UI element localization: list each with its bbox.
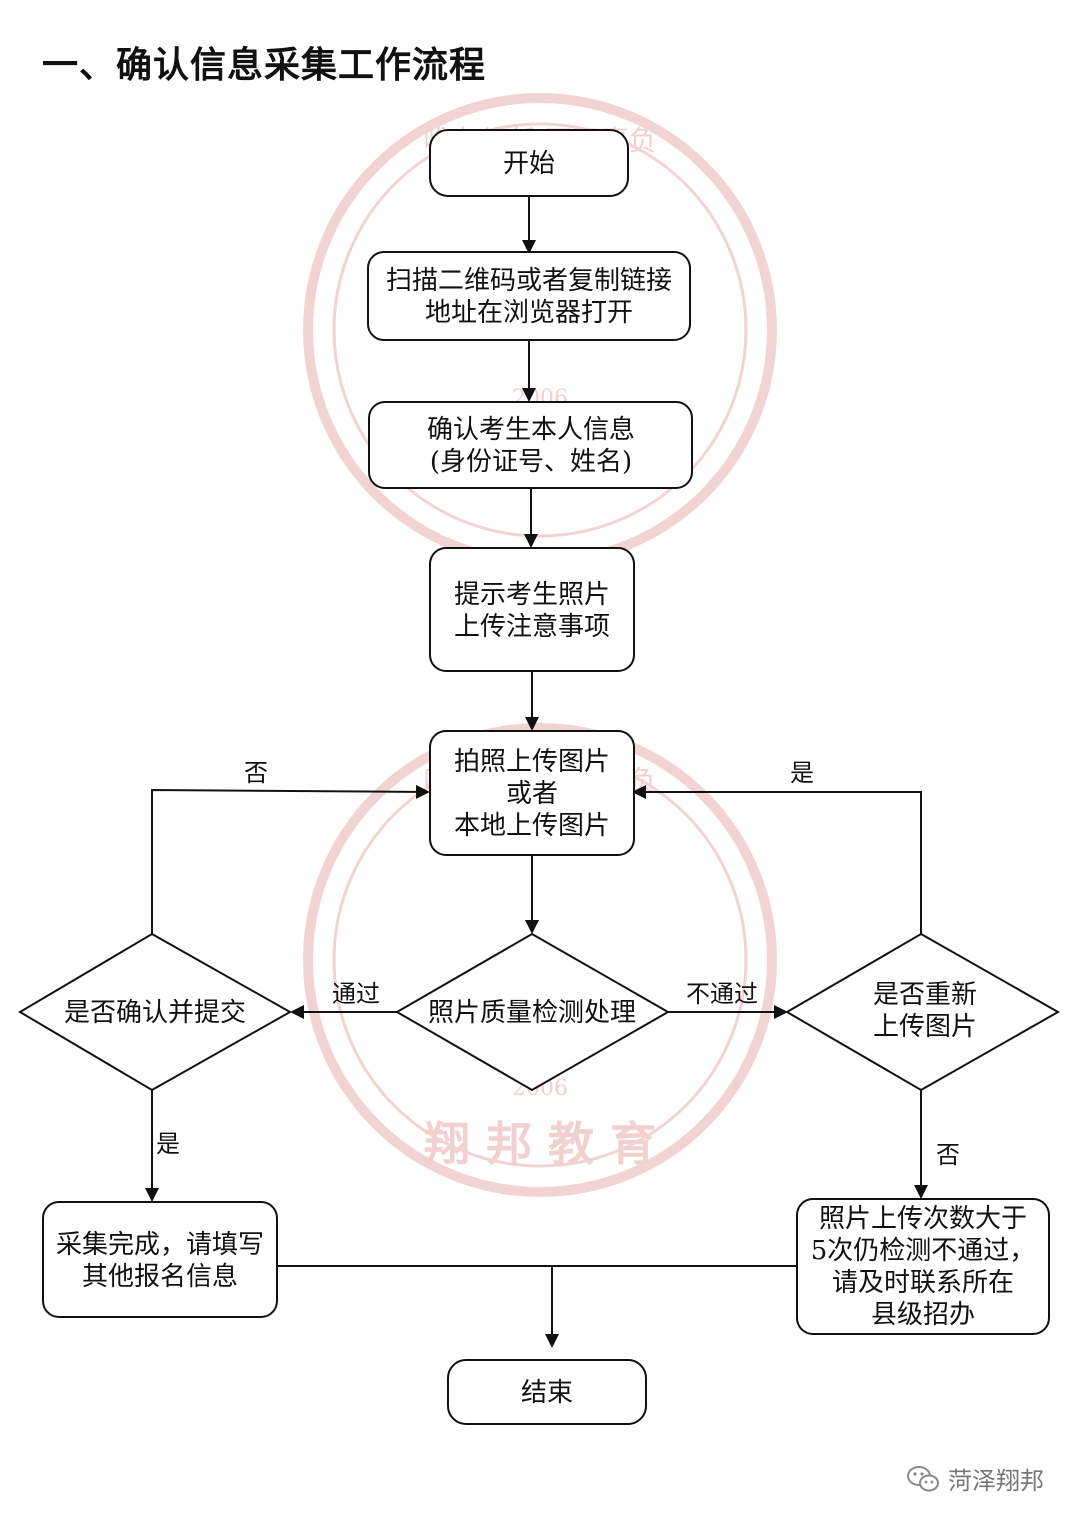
node-text-line: 扫描二维码或者复制链接 <box>386 266 672 296</box>
edge-label-left-yes: 是 <box>156 1130 180 1158</box>
node-text-line: 请及时联系所在 <box>832 1268 1014 1298</box>
node-text-line: 或者 <box>506 779 558 809</box>
node-text-line: 提示考生照片 <box>454 580 610 610</box>
node-text-line: 开始 <box>503 149 555 179</box>
node-text-line: 本地上传图片 <box>454 811 610 841</box>
node-done-text: 采集完成，请填写其他报名信息 <box>56 1230 264 1292</box>
node-end-text: 结束 <box>521 1378 573 1408</box>
page-title: 一、确认信息采集工作流程 <box>42 45 487 86</box>
node-text-line: 照片上传次数大于 <box>819 1204 1027 1234</box>
node-text-line: 采集完成，请填写 <box>56 1230 264 1260</box>
edge-submit-no <box>151 784 430 934</box>
node-scan: 扫描二维码或者复制链接地址在浏览器打开 <box>367 251 691 341</box>
node-text-line: 其他报名信息 <box>82 1262 238 1292</box>
node-hint-text: 提示考生照片上传注意事项 <box>454 580 610 642</box>
watermark-bottom-text: 翔 邦 教 育 <box>424 1117 656 1171</box>
node-confirm-info: 确认考生本人信息(身份证号、姓名) <box>368 401 693 489</box>
node-text-line: 确认考生本人信息 <box>427 415 635 445</box>
node-upload: 拍照上传图片或者本地上传图片 <box>429 730 635 856</box>
node-confirm-submit-text: 是否确认并提交 <box>64 998 246 1028</box>
node-upload-text: 拍照上传图片或者本地上传图片 <box>454 747 610 841</box>
node-text-line: 是否确认并提交 <box>64 998 246 1028</box>
edge-label-right-yes: 是 <box>790 759 814 787</box>
node-quality-text: 照片质量检测处理 <box>428 998 636 1028</box>
node-text-line: 是否重新 <box>873 980 977 1010</box>
node-text-line: 拍照上传图片 <box>454 747 610 777</box>
edge-label-pass: 通过 <box>332 980 380 1008</box>
edge-label-right-no: 否 <box>936 1141 960 1169</box>
edge-label-left-no: 否 <box>244 759 268 787</box>
node-confirm-info-text: 确认考生本人信息(身份证号、姓名) <box>427 415 635 477</box>
node-text-line: 县级招办 <box>871 1300 975 1330</box>
node-text-line: 照片质量检测处理 <box>428 998 636 1028</box>
node-start-text: 开始 <box>503 149 555 179</box>
node-hint: 提示考生照片上传注意事项 <box>429 547 635 672</box>
edge-reupload-yes <box>632 785 922 934</box>
node-text-line: 上传注意事项 <box>454 612 610 642</box>
footer-account-name: 菏泽翔邦 <box>948 1467 1044 1495</box>
node-done: 采集完成，请填写其他报名信息 <box>42 1201 278 1318</box>
node-start: 开始 <box>429 129 629 197</box>
node-quality-decision: 照片质量检测处理 <box>395 932 671 1092</box>
node-confirm-submit-decision: 是否确认并提交 <box>18 932 293 1092</box>
footer-account: 菏泽翔邦 <box>906 1461 1044 1496</box>
wechat-icon <box>907 1465 939 1491</box>
node-text-line: 地址在浏览器打开 <box>425 298 633 328</box>
node-reupload-decision: 是否重新上传图片 <box>785 932 1061 1092</box>
node-text-line: 上传图片 <box>873 1012 977 1042</box>
node-end: 结束 <box>447 1359 647 1425</box>
node-scan-text: 扫描二维码或者复制链接地址在浏览器打开 <box>386 266 672 328</box>
node-text-line: (身份证号、姓名) <box>430 447 632 477</box>
node-text-line: 结束 <box>521 1378 573 1408</box>
edge-label-not-pass: 不通过 <box>686 980 758 1008</box>
connectors <box>145 196 928 1348</box>
node-reupload-text: 是否重新上传图片 <box>873 980 977 1042</box>
node-text-line: 5次仍检测不通过， <box>811 1236 1036 1266</box>
